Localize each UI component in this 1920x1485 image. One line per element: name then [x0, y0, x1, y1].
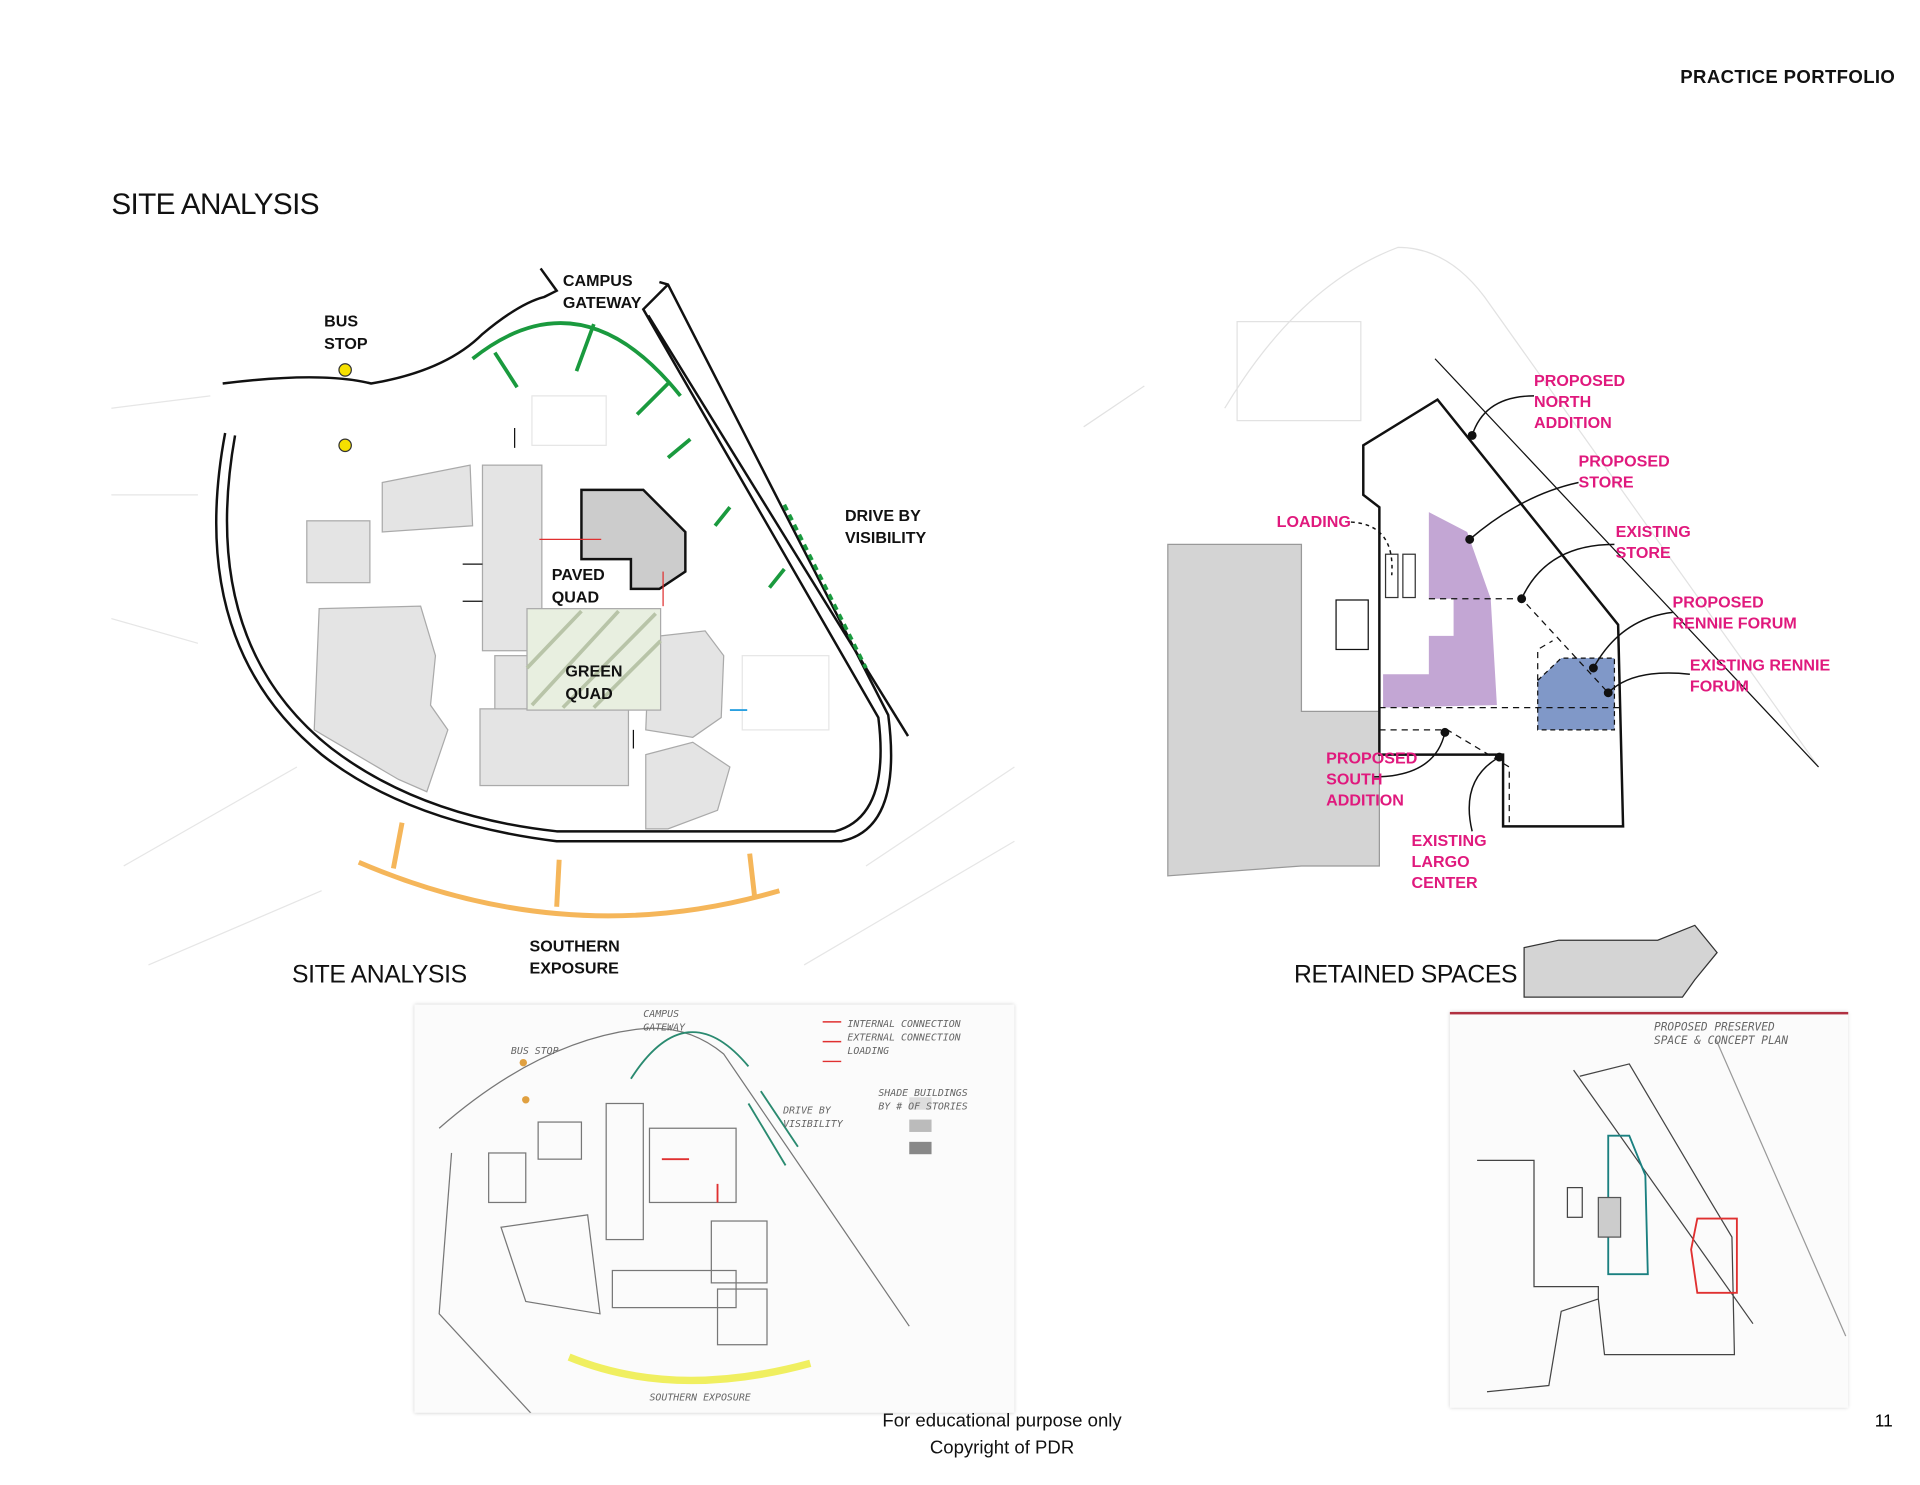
largo-center-building: [1167, 543, 1380, 877]
page-number: 11: [1874, 1410, 1893, 1431]
bus-stop-icon: [338, 363, 352, 377]
addition-outline: [1362, 397, 1625, 828]
ring-road: [215, 280, 893, 843]
gateway-arrows: [471, 321, 868, 669]
retained-spaces-caption: RETAINED SPACES: [1294, 961, 1518, 989]
existing-rennie-forum: [1537, 657, 1616, 731]
sketch-gateway-note: CAMPUS GATEWAY: [643, 1008, 686, 1033]
sketch-south-note: SOUTHERN EXPOSURE: [649, 1391, 751, 1403]
green-quad: [526, 608, 662, 711]
portfolio-header: PRACTICE PORTFOLIO: [1680, 66, 1896, 88]
southern-exposure-arrows: [357, 822, 781, 919]
existing-buildings: [306, 464, 731, 830]
bus-stop-icon: [338, 438, 352, 453]
site-analysis-caption: SITE ANALYSIS: [291, 961, 467, 989]
annex-building: [1523, 924, 1718, 998]
proposed-store-area: [1383, 512, 1497, 708]
sketch-drive-note: DRIVE BY VISIBILITY: [783, 1104, 843, 1130]
page-title: SITE ANALYSIS: [111, 188, 319, 222]
north-road: [222, 267, 559, 385]
leader-lines: [1350, 395, 1690, 832]
connection-arrows: [462, 428, 635, 749]
loading-label: LOADING: [1276, 512, 1351, 531]
forum-building: [580, 488, 687, 591]
sketch-bus-note: BUS STOP: [510, 1045, 559, 1057]
